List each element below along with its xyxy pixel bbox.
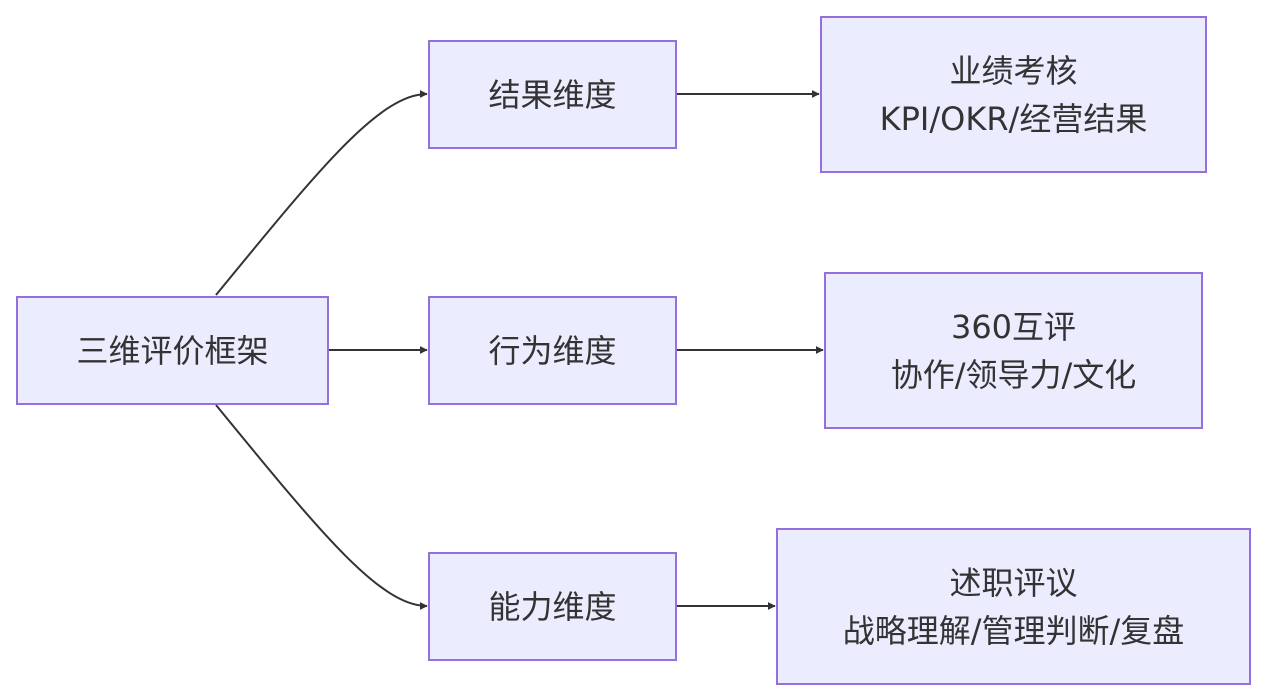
- method-node-detail: 协作/领导力/文化: [890, 355, 1137, 394]
- method-node-debrief-review: 述职评议 战略理解/管理判断/复盘: [776, 528, 1251, 685]
- method-node-title: 述职评议: [949, 563, 1078, 602]
- dimension-node-behavior: 行为维度: [428, 296, 677, 405]
- dimension-node-label: 能力维度: [488, 587, 617, 626]
- method-node-360-review: 360互评 协作/领导力/文化: [824, 272, 1203, 429]
- method-node-detail: KPI/OKR/经营结果: [879, 99, 1148, 138]
- edge-root-to-result: [215, 90, 428, 296]
- method-node-title: 业绩考核: [949, 51, 1078, 90]
- method-node-performance-appraisal: 业绩考核 KPI/OKR/经营结果: [820, 16, 1207, 173]
- dimension-node-label: 行为维度: [488, 331, 617, 370]
- method-node-detail: 战略理解/管理判断/复盘: [842, 611, 1185, 650]
- edge-root-to-ability: [215, 404, 428, 610]
- dimension-node-label: 结果维度: [488, 75, 617, 114]
- dimension-node-result: 结果维度: [428, 40, 677, 149]
- dimension-node-ability: 能力维度: [428, 552, 677, 661]
- root-node: 三维评价框架: [16, 296, 329, 405]
- method-node-title: 360互评: [950, 307, 1077, 346]
- root-node-label: 三维评价框架: [76, 331, 269, 370]
